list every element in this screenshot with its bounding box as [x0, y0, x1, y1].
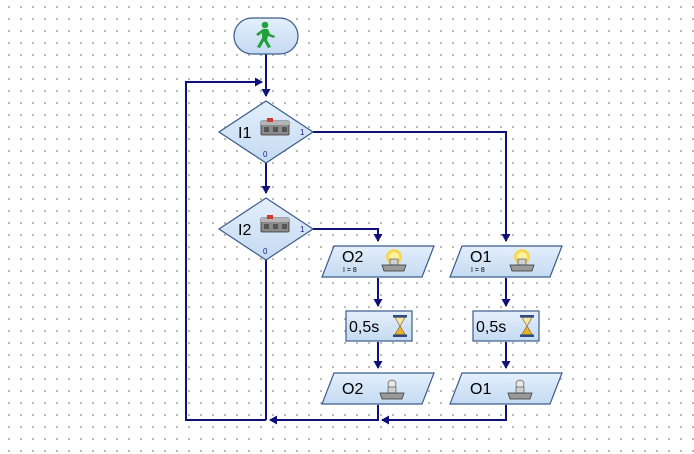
output-label: O1: [470, 249, 491, 266]
output-on-o2[interactable]: O2 I = 8: [321, 245, 435, 278]
branch-true-port: 1: [300, 128, 305, 137]
branch-i2[interactable]: I2 1 0: [217, 197, 315, 261]
wait-label: 0,5s: [476, 319, 506, 336]
branch-false-port: 0: [263, 150, 268, 159]
output-intensity: I = 8: [471, 267, 485, 274]
wire-o2-off-return: [269, 405, 379, 425]
branch-true-port: 1: [300, 225, 305, 234]
wire-i2-true-to-o2: [313, 228, 383, 242]
output-on-o1[interactable]: O1 I = 8: [449, 245, 563, 278]
output-off-o1[interactable]: O1: [449, 372, 563, 405]
start-block[interactable]: [233, 17, 299, 55]
output-off-o2[interactable]: O2: [321, 372, 435, 405]
flow-wires: [185, 54, 511, 425]
wait-block-left[interactable]: 0,5s: [345, 310, 413, 342]
branch-false-port: 0: [263, 247, 268, 256]
green-man-icon: [256, 21, 275, 48]
wire-i1-true-to-o1: [313, 131, 511, 242]
output-label: O2: [342, 249, 363, 266]
output-label: O2: [342, 381, 363, 398]
output-label: O1: [470, 381, 491, 398]
wire-loop-back: [185, 77, 266, 421]
branch-input-label: I1: [238, 125, 251, 142]
branch-i1[interactable]: I1 1 0: [217, 100, 315, 164]
branch-input-label: I2: [238, 222, 251, 239]
wait-block-right[interactable]: 0,5s: [472, 310, 540, 342]
output-intensity: I = 8: [343, 267, 357, 274]
wait-label: 0,5s: [349, 319, 379, 336]
wire-o1-off-return: [381, 405, 507, 425]
